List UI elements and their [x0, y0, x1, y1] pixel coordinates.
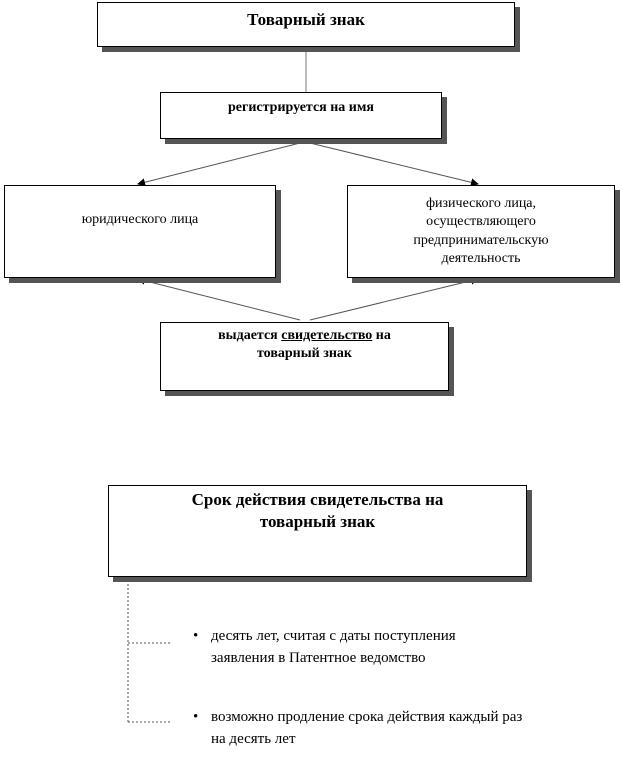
registered-to-legal-arrow [137, 142, 301, 187]
trademark-title-box: Товарный знак [97, 2, 515, 47]
validity-title-line-2: товарный знак [259, 512, 376, 532]
validity-item-2-line-1: возможно продление срока действия каждый… [211, 709, 523, 725]
legal-entity-box: юридического лица [4, 185, 276, 278]
certificate-to-individual-arrow [309, 276, 479, 321]
validity-item-renewal: • возможно продление срока действия кажд… [193, 707, 603, 751]
trademark-title: Товарный знак [247, 10, 365, 29]
individual-line-4: деятельность [441, 250, 521, 266]
validity-item-1-line-1: десять лет, считая с даты поступления [211, 628, 456, 644]
registered-to-individual-arrow [309, 142, 479, 187]
validity-title-box: Срок действия свидетельства на товарный … [108, 485, 527, 577]
validity-title-line-1: Срок действия свидетельства на [191, 490, 444, 509]
certificate-text-end: на [372, 328, 391, 343]
validity-item-1-line-2: заявления в Патентное ведомство [211, 649, 426, 666]
certificate-line-2: товарный знак [256, 346, 352, 362]
legal-entity-label: юридического лица [81, 212, 199, 227]
certificate-to-legal-arrow [137, 276, 301, 321]
certificate-underlined-word: свидетельство [281, 328, 373, 343]
validity-item-2-line-2: на десять лет [211, 730, 296, 747]
certificate-text-start: выдается [218, 328, 282, 343]
certificate-box: выдается свидетельство на товарный знак [160, 322, 449, 391]
registered-label: регистрируется на имя [227, 100, 374, 115]
certificate-line-1: выдается свидетельство на [218, 327, 391, 345]
bullet-icon: • [193, 709, 199, 725]
individual-line-3: предпринимательскую [413, 232, 549, 248]
individual-entrepreneur-box: физического лица, осуществляющего предпр… [347, 185, 615, 278]
bullet-icon: • [193, 628, 199, 644]
individual-line-2: осуществляющего [426, 214, 536, 230]
registered-box: регистрируется на имя [160, 92, 442, 139]
individual-line-1: физического лица, [425, 196, 537, 212]
validity-item-ten-years: • десять лет, считая с даты поступления … [193, 626, 573, 670]
